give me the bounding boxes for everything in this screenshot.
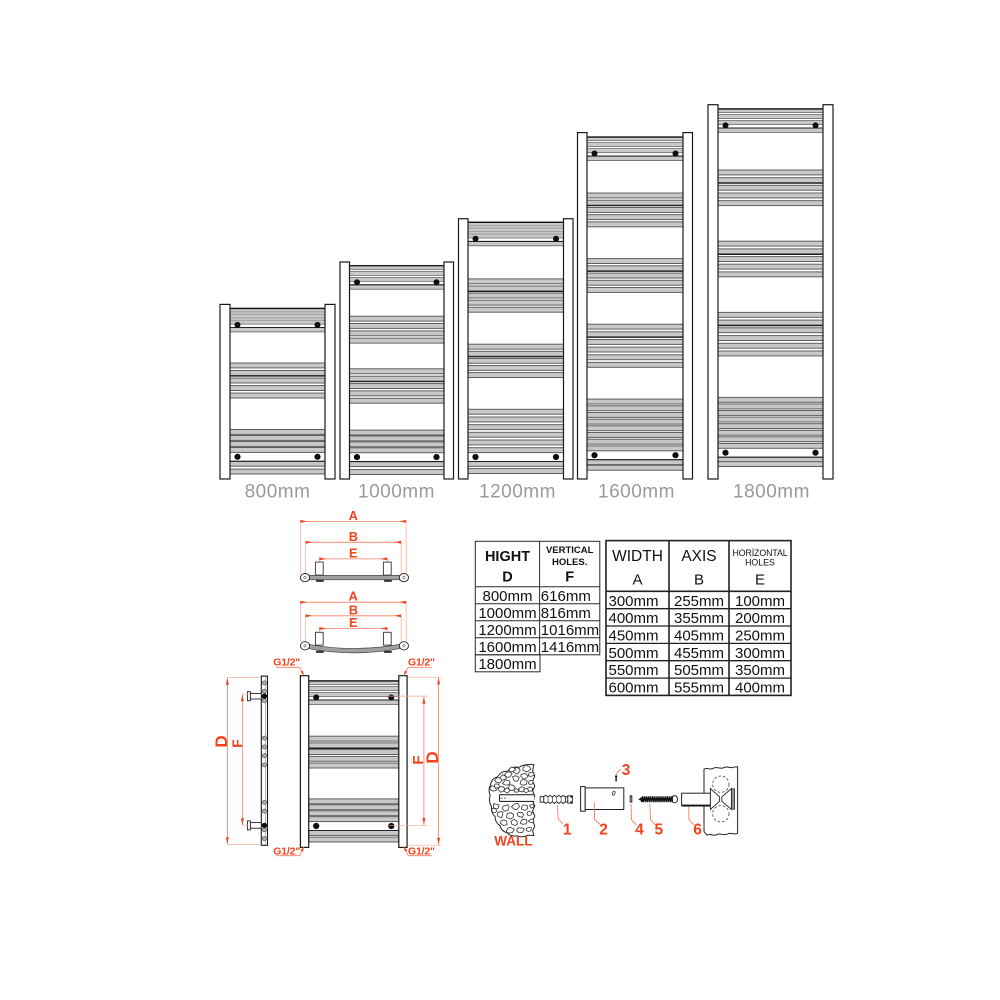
svg-text:400mm: 400mm xyxy=(735,680,785,697)
svg-text:505mm: 505mm xyxy=(674,662,724,679)
svg-text:1016mm: 1016mm xyxy=(541,622,599,639)
svg-text:HIGHT: HIGHT xyxy=(485,549,530,565)
svg-text:HOLES.: HOLES. xyxy=(552,557,587,568)
svg-text:555mm: 555mm xyxy=(674,680,724,697)
svg-text:2: 2 xyxy=(599,821,608,838)
svg-text:1800mm: 1800mm xyxy=(733,482,810,503)
svg-text:800mm: 800mm xyxy=(482,588,532,605)
svg-text:350mm: 350mm xyxy=(735,662,785,679)
svg-text:A: A xyxy=(349,589,358,604)
svg-text:250mm: 250mm xyxy=(735,628,785,645)
svg-text:B: B xyxy=(349,602,358,617)
svg-text:D: D xyxy=(423,751,442,763)
svg-text:255mm: 255mm xyxy=(674,593,724,610)
svg-text:816mm: 816mm xyxy=(541,605,591,622)
svg-text:WIDTH: WIDTH xyxy=(612,548,663,565)
svg-text:3: 3 xyxy=(622,762,631,779)
svg-text:1000mm: 1000mm xyxy=(358,482,435,503)
svg-text:5: 5 xyxy=(654,821,663,838)
svg-text:AXIS: AXIS xyxy=(681,548,716,565)
svg-text:800mm: 800mm xyxy=(245,482,311,503)
svg-text:6: 6 xyxy=(693,821,702,838)
svg-text:G1/2": G1/2" xyxy=(408,656,435,668)
svg-text:550mm: 550mm xyxy=(609,662,659,679)
svg-text:1200mm: 1200mm xyxy=(478,622,536,639)
svg-text:300mm: 300mm xyxy=(609,593,659,610)
svg-text:G1/2": G1/2" xyxy=(273,846,300,858)
svg-text:4: 4 xyxy=(635,821,644,838)
svg-text:G1/2": G1/2" xyxy=(408,846,435,858)
svg-text:450mm: 450mm xyxy=(609,628,659,645)
svg-text:D: D xyxy=(212,735,231,747)
svg-text:A: A xyxy=(632,572,642,589)
svg-text:HOLES: HOLES xyxy=(745,558,775,568)
svg-text:455mm: 455mm xyxy=(674,645,724,662)
svg-text:B: B xyxy=(349,529,358,544)
svg-text:E: E xyxy=(349,615,358,630)
svg-text:300mm: 300mm xyxy=(735,645,785,662)
svg-text:1600mm: 1600mm xyxy=(598,482,675,503)
svg-text:500mm: 500mm xyxy=(609,645,659,662)
svg-text:HORİZONTAL: HORİZONTAL xyxy=(732,548,787,558)
svg-text:WALL: WALL xyxy=(494,834,532,849)
svg-text:200mm: 200mm xyxy=(735,610,785,627)
svg-text:F: F xyxy=(410,755,427,764)
svg-text:1600mm: 1600mm xyxy=(478,639,536,656)
svg-text:A: A xyxy=(349,508,358,523)
svg-text:355mm: 355mm xyxy=(674,610,724,627)
svg-text:600mm: 600mm xyxy=(609,680,659,697)
svg-text:VERTICAL: VERTICAL xyxy=(546,545,594,556)
svg-text:405mm: 405mm xyxy=(674,628,724,645)
svg-text:F: F xyxy=(229,739,245,748)
svg-text:D: D xyxy=(502,569,512,585)
svg-text:1200mm: 1200mm xyxy=(479,482,556,503)
svg-text:400mm: 400mm xyxy=(609,610,659,627)
svg-text:1000mm: 1000mm xyxy=(478,605,536,622)
svg-text:616mm: 616mm xyxy=(541,588,591,605)
svg-text:G1/2": G1/2" xyxy=(273,656,300,668)
svg-text:1: 1 xyxy=(563,821,572,838)
svg-text:E: E xyxy=(755,572,765,589)
svg-text:E: E xyxy=(349,545,358,560)
svg-text:B: B xyxy=(694,572,704,589)
svg-text:100mm: 100mm xyxy=(735,593,785,610)
svg-text:F: F xyxy=(565,569,574,585)
svg-text:1800mm: 1800mm xyxy=(478,656,536,673)
svg-text:1416mm: 1416mm xyxy=(541,639,599,656)
